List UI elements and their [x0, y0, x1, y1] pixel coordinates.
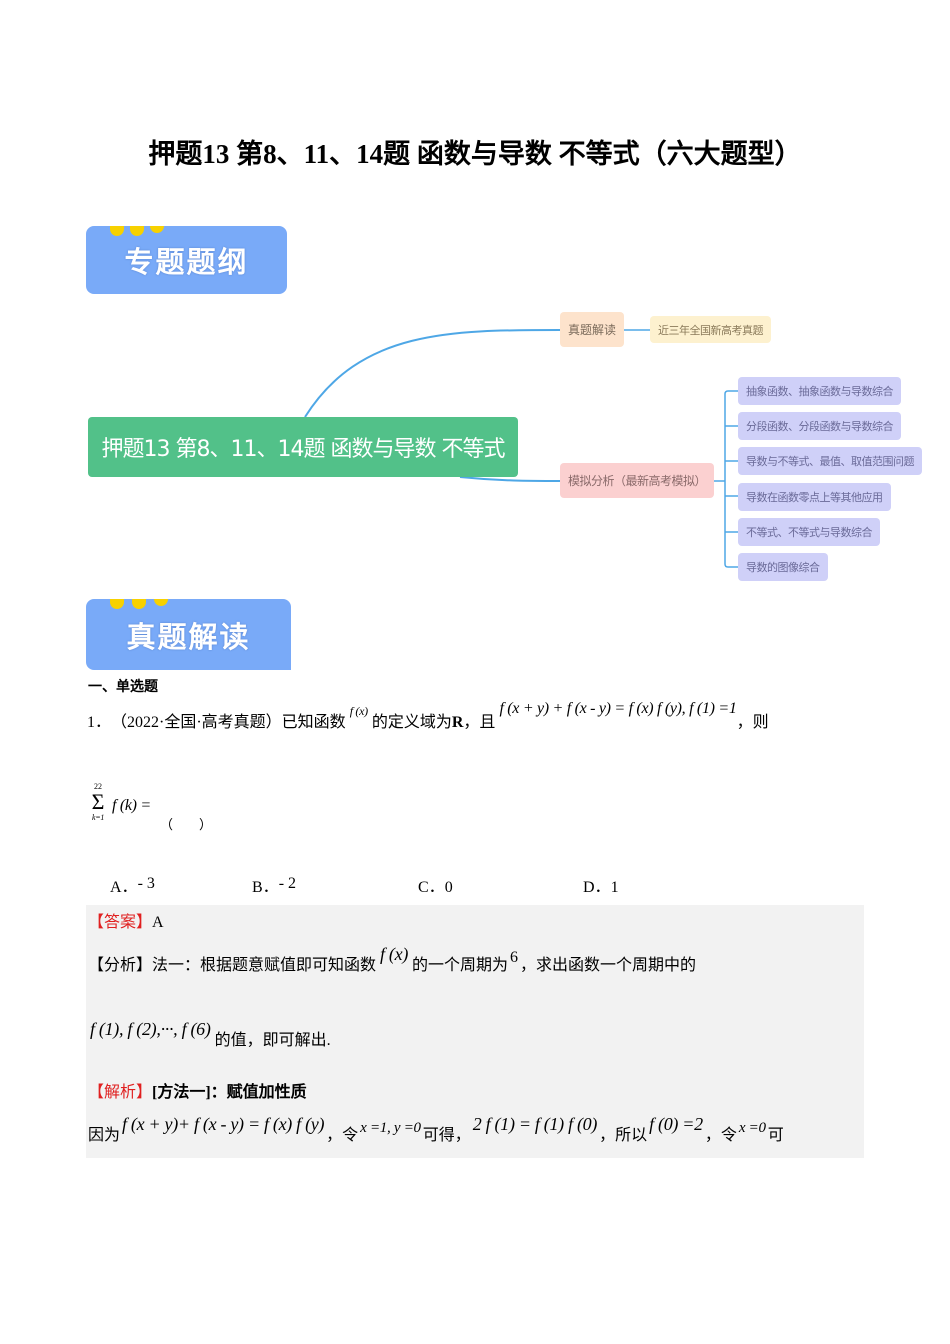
mindmap-leaf-zhenti: 近三年全国新高考真题	[650, 316, 771, 343]
sigma-icon: Σ	[91, 789, 105, 814]
question-text: ，且	[463, 714, 496, 731]
answer-blank: （ ）	[160, 817, 213, 832]
section-heading: 一、单选题	[88, 679, 158, 695]
question-source: （2022·全国·高考真题）已知函数	[111, 714, 346, 731]
math-condition: f (x + y) + f (x - y) = f (x) f (y), f (…	[499, 700, 737, 717]
analysis-text: 的值，即可解出.	[214, 1032, 331, 1049]
option-b: B．- 2	[252, 875, 297, 896]
connector-root-branch2	[459, 476, 561, 482]
answer-panel	[86, 905, 864, 1158]
mindmap-root: 押题13 第8、11、14题 函数与导数 不等式	[88, 417, 518, 477]
analysis-tag: 【分析】	[88, 957, 153, 974]
outline-banner: 专题题纲	[86, 226, 287, 294]
analysis-text: ，求出函数一个周期中的	[520, 957, 697, 974]
question-text: R	[451, 714, 464, 731]
solution-text: ，所以	[599, 1127, 648, 1144]
solution-text: ，令	[326, 1127, 359, 1144]
question-line: 1．（2022·全国·高考真题）已知函数f (x)的定义域为R，且f (x + …	[87, 700, 769, 733]
math-substitution: x =1, y =0	[360, 1120, 421, 1136]
mindmap-connectors	[304, 329, 738, 568]
analysis-line-2: f (1), f (2),···, f (6)的值，即可解出.	[90, 1019, 331, 1051]
math-period: 6	[510, 949, 519, 966]
math-fx: f (x)	[349, 704, 368, 718]
sum-symbol: 22 Σ k=1	[88, 782, 108, 822]
mindmap-leaf: 抽象函数、抽象函数与导数综合	[738, 377, 901, 405]
solution-text: ，令	[704, 1127, 737, 1144]
zhenti-banner: 真题解读	[86, 599, 291, 670]
answer-line: 【答案】A	[88, 914, 164, 931]
connector-branch2-spine	[724, 390, 738, 568]
zhenti-banner-label: 真题解读	[126, 619, 251, 654]
analysis-text: 法一：根据题意赋值即可知函数	[152, 957, 377, 974]
sum-lower: k=1	[91, 813, 105, 822]
math-sum: f (k) =	[112, 797, 151, 814]
question-text: ，则	[736, 714, 769, 731]
mindmap-leaf: 导数的图像综合	[738, 553, 828, 581]
mindmap-leaf: 不等式、不等式与导数综合	[738, 518, 880, 546]
mindmap-branch-zhenti: 真题解读	[560, 312, 625, 347]
math-x0: x =0	[738, 1120, 766, 1136]
option-c: C．0	[418, 879, 453, 896]
solution-text: 因为	[88, 1127, 121, 1144]
sum-upper: 22	[94, 782, 102, 791]
solution-text: 可	[767, 1127, 784, 1144]
option-d: D．1	[583, 879, 619, 896]
solution-text: 可得，	[422, 1127, 471, 1144]
math-equation: f (x + y)+ f (x - y) = f (x) f (y)	[122, 1114, 325, 1134]
analysis-text: 的一个周期为	[412, 957, 509, 974]
mindmap-leaf: 分段函数、分段函数与导数综合	[738, 412, 901, 440]
mindmap-leaf: 导数在函数零点上等其他应用	[738, 483, 891, 511]
connector-root-branch1	[304, 329, 561, 418]
option-a: A．- 3	[110, 875, 155, 896]
math-fx: f (x)	[380, 944, 409, 964]
outline-banner-label: 专题题纲	[124, 245, 249, 279]
math-values: f (1), f (2),···, f (6)	[90, 1019, 211, 1039]
solution-heading: 【解析】[方法一]：赋值加性质	[88, 1084, 307, 1101]
page-title: 押题13 第8、11、14题 函数与导数 不等式（六大题型）	[148, 139, 802, 169]
mindmap-leaf: 导数与不等式、最值、取值范围问题	[738, 447, 922, 475]
question-text: 的定义域为	[371, 714, 452, 731]
math-equation: 2 f (1) = f (1) f (0)	[472, 1114, 598, 1134]
mindmap-branch-moni: 模拟分析（最新高考模拟）	[560, 463, 715, 498]
question-number: 1．	[87, 714, 112, 731]
math-f0: f (0) =2	[649, 1114, 703, 1134]
